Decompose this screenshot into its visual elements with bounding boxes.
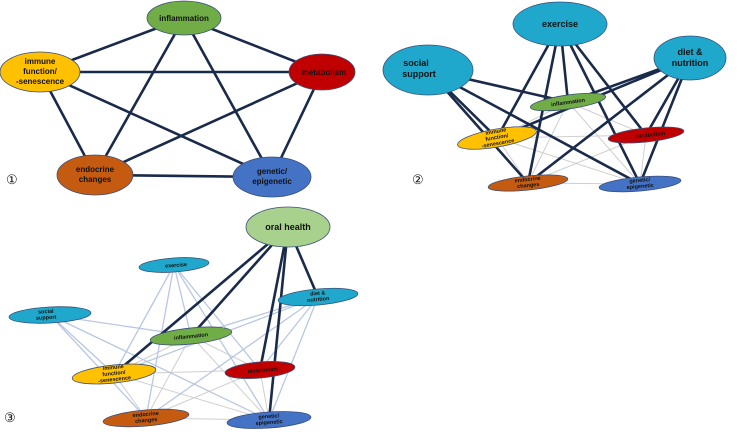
node-metabolism: metabolism	[224, 361, 296, 379]
node-label: -senescence	[481, 138, 515, 150]
node-label: immune	[25, 57, 56, 66]
node-label: oral health	[265, 222, 311, 232]
panel-3: oral health exercise social support diet…	[4, 206, 359, 429]
edge-oral-metabolism	[258, 226, 290, 371]
node-label: nutrition	[307, 296, 330, 304]
node-label: epigenetic	[255, 419, 283, 427]
node-label: endocrine	[76, 165, 115, 174]
edge-diet-endocrine	[527, 56, 691, 185]
node-endocrine: endocrine changes	[56, 154, 134, 196]
node-inflammation: inflammation	[149, 326, 233, 346]
node-diet-nutrition: diet & nutrition	[277, 287, 359, 307]
node-label: function/	[485, 133, 509, 143]
node-label: metabolism	[635, 131, 666, 140]
node-exercise: exercise	[512, 1, 608, 47]
edge-social-genetic	[427, 68, 641, 186]
node-label: changes	[79, 175, 112, 184]
node-label: inflammation	[551, 98, 586, 109]
node-genetic: genetic/ epigenetic	[598, 175, 682, 193]
edge-metabolism-endocrine	[94, 70, 323, 177]
node-label: epigenetic	[252, 177, 292, 186]
node-label: exercise	[542, 19, 578, 29]
node-label: diet &	[677, 47, 703, 57]
edge-light	[49, 314, 115, 375]
node-inflammation: inflammation	[529, 92, 607, 112]
node-label: genetic/	[258, 413, 280, 420]
node-label: immune	[485, 127, 507, 137]
node-label: nutrition	[672, 58, 709, 68]
node-endocrine: endocrine changes	[487, 174, 569, 192]
node-label: endocrine	[132, 411, 159, 419]
node-metabolism: metabolism	[607, 126, 685, 144]
node-label: support	[36, 315, 57, 322]
node-inflammation: inflammation	[146, 0, 222, 36]
node-endocrine: endocrine changes	[102, 408, 190, 428]
node-diet-nutrition: diet & nutrition	[653, 35, 727, 81]
node-exercise: exercise	[138, 257, 210, 273]
node-label: inflammation	[159, 14, 209, 23]
node-label: diet &	[310, 290, 326, 297]
node-label: changes	[517, 182, 540, 190]
node-label: genetic/	[629, 177, 651, 185]
edge-exercise-genetic	[558, 23, 642, 185]
edge-core	[259, 369, 270, 421]
node-label: metabolism	[248, 366, 279, 375]
node-label: social	[38, 309, 54, 316]
node-immune: immune function/ -senescence	[71, 363, 157, 385]
edge-core	[496, 137, 641, 185]
edge-light	[145, 296, 319, 419]
panel-1: inflammation immune function/ -senescenc…	[0, 0, 356, 198]
edge-inflammation-genetic	[182, 17, 274, 178]
node-social-support: social support	[382, 44, 474, 96]
node-label: -senescence	[98, 375, 131, 384]
edge-core	[190, 335, 270, 421]
edge-light	[49, 314, 147, 419]
node-label: metabolism	[302, 68, 346, 77]
node-metabolism: metabolism	[288, 53, 356, 91]
node-label: genetic/	[257, 167, 288, 176]
node-label: immune	[103, 364, 125, 372]
node-immune: immune function/ -senescence	[457, 126, 537, 150]
edge-light	[113, 264, 175, 375]
panel-3-oral-edges	[113, 226, 320, 421]
node-label: inflammation	[174, 332, 209, 342]
node-genetic: genetic/ epigenetic	[232, 156, 312, 198]
node-label: changes	[135, 417, 158, 425]
panel-number: ③	[4, 410, 16, 425]
edge-core	[113, 373, 270, 421]
edge-light	[49, 314, 270, 421]
node-label: support	[402, 69, 436, 79]
edge-inflammation-endocrine	[93, 17, 186, 176]
edge-core	[145, 335, 192, 419]
edge-light	[268, 296, 319, 421]
edge-light	[173, 264, 270, 421]
panel-number: ①	[6, 172, 18, 187]
node-label: epigenetic	[626, 183, 654, 191]
node-immune: immune function/ -senescence	[0, 51, 81, 93]
panel-2: exercise social support diet & nutrition…	[382, 1, 727, 193]
node-label: function/	[23, 67, 58, 76]
node-label: exercise	[165, 262, 187, 270]
edge-oral-genetic	[267, 226, 290, 421]
edge-light	[259, 296, 319, 371]
node-label: -senescence	[16, 77, 65, 86]
node-oral-health: oral health	[245, 206, 331, 248]
edge-light	[173, 264, 261, 371]
node-label: social	[403, 58, 429, 68]
edge-core	[527, 101, 569, 184]
edge-light	[173, 264, 192, 337]
edge-immune-genetic	[39, 70, 273, 179]
panel-1-edges	[38, 16, 324, 179]
edge-core	[639, 134, 647, 185]
node-label: function/	[102, 370, 126, 378]
node-label: endocrine	[514, 176, 541, 185]
panel-number: ②	[412, 172, 424, 187]
node-genetic: genetic/ epigenetic	[226, 411, 312, 429]
edge-oral-immune	[113, 226, 289, 375]
edge-core	[567, 101, 641, 185]
node-social-support: social support	[8, 306, 92, 324]
